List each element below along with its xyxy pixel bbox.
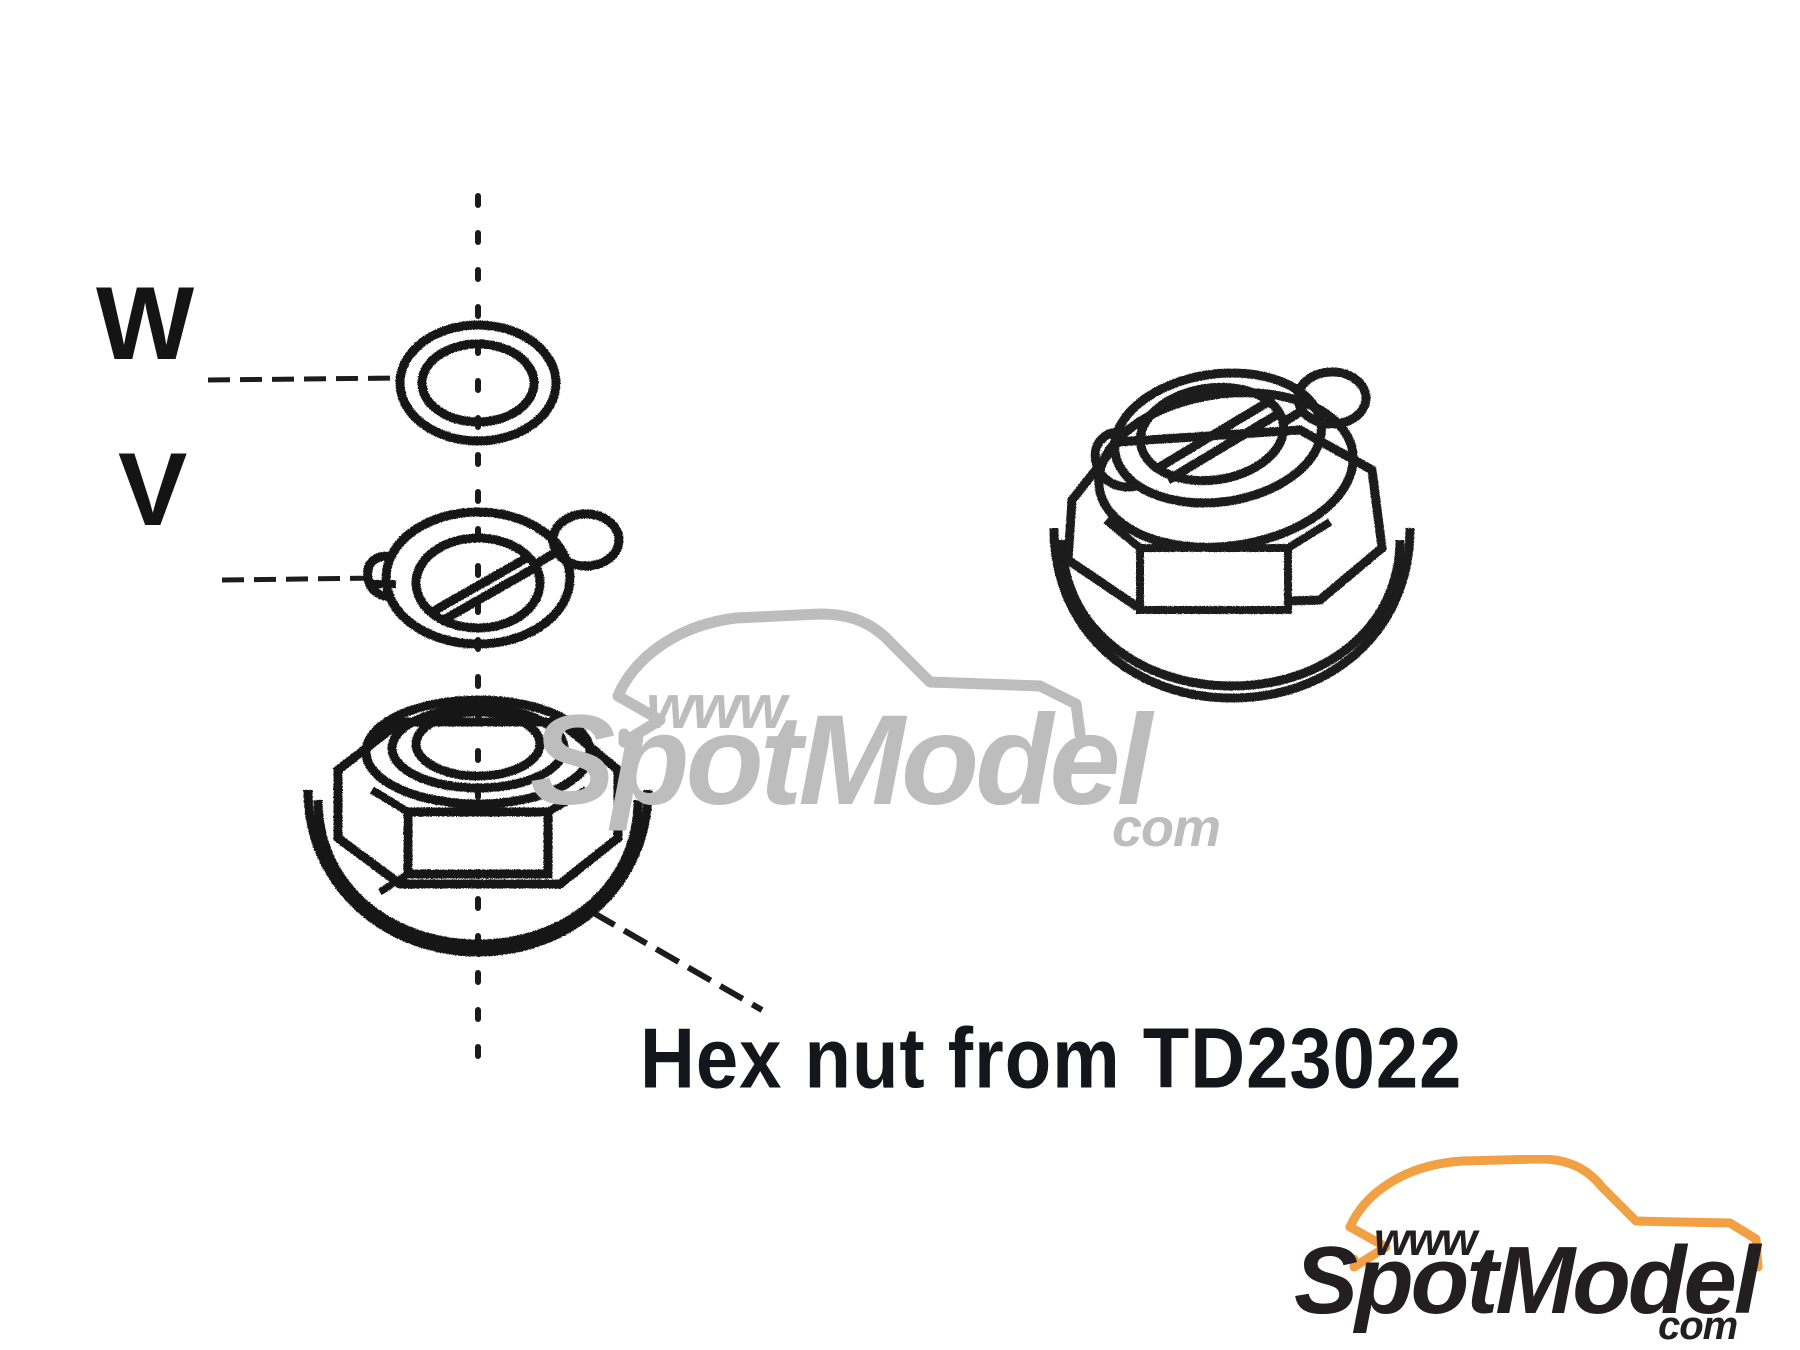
part-lock-washer-v	[363, 507, 624, 649]
car-silhouette-icon	[1345, 1155, 1763, 1272]
logo-name: SpotModel	[1294, 1227, 1763, 1334]
part-label-w: W	[96, 266, 195, 382]
leader-line-hexnut	[590, 909, 764, 1013]
part-label-v: V	[118, 432, 188, 548]
logo-com: com	[1658, 1304, 1737, 1340]
part-hex-nut	[303, 695, 653, 957]
leader-line-w	[207, 375, 401, 383]
logo-www: www	[1374, 1213, 1481, 1265]
spotmodel-logo[interactable]: www SpotModel com	[1290, 1155, 1780, 1340]
part-washer-w	[395, 320, 561, 446]
assembled-nut-view	[1049, 367, 1415, 703]
leader-line-v	[221, 575, 381, 583]
hex-nut-callout-text: Hex nut from TD23022	[640, 1011, 1463, 1107]
